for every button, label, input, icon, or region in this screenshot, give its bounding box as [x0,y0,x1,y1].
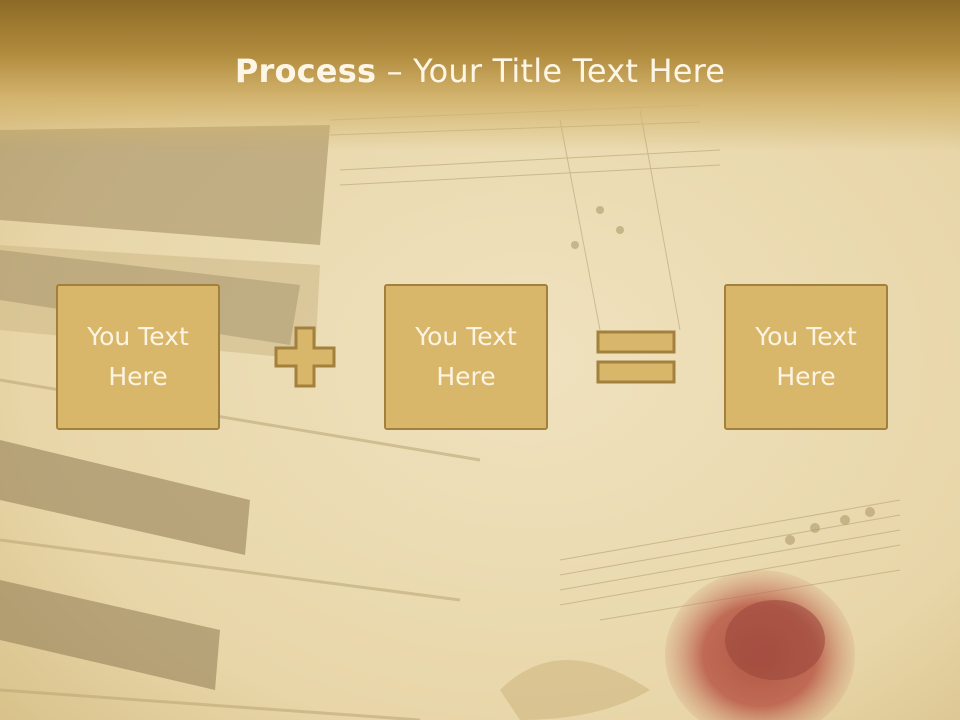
process-box-2-text: You Text Here [415,322,517,391]
header-band [0,0,960,150]
process-box-1: You Text Here [56,284,220,430]
title-bold: Process [234,52,377,90]
title-rest: – Your Title Text Here [376,52,726,90]
music-notes-decoration [571,206,875,545]
plus-icon [274,326,336,388]
process-box-2: You Text Here [384,284,548,430]
process-box-3-text: You Text Here [755,322,857,391]
equals-icon [596,330,676,384]
process-box-3: You Text Here [724,284,888,430]
process-box-1-text: You Text Here [87,322,189,391]
piano-keys-decoration [0,125,481,720]
rose-decoration [500,570,855,720]
slide-title: Process – Your Title Text Here [0,52,960,90]
